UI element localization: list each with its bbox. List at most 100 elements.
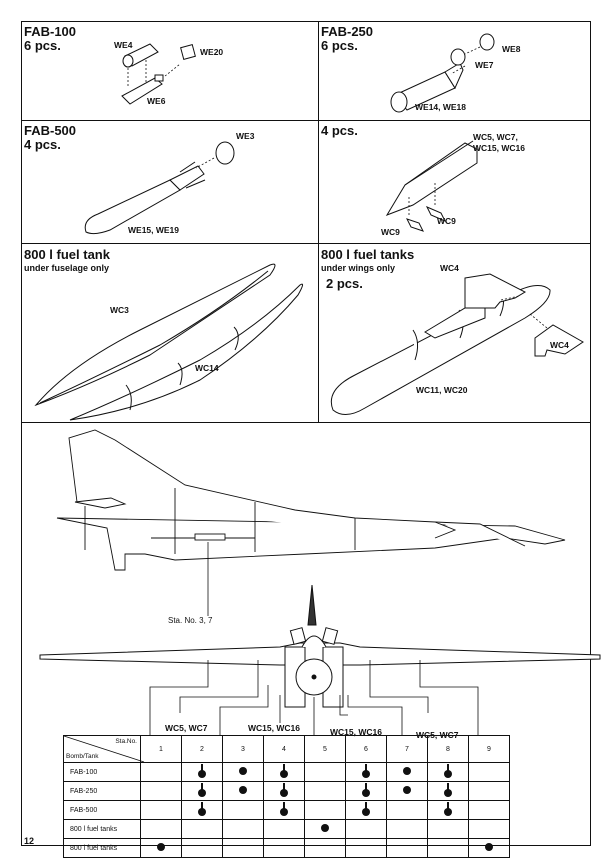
station-cell [386,800,428,820]
pylon-parts-illustration [385,140,478,232]
station-cell [427,838,469,858]
station-cell [304,800,346,820]
station-cell [181,819,223,839]
panel-title: FAB-100 [24,24,77,39]
part-label: WC5, WC7, [473,132,518,142]
station-number: 5 [304,735,346,763]
direct-mount-marker-icon [485,843,493,851]
pylon-mount-marker-icon [280,764,288,778]
station-number: 2 [181,735,223,763]
station-cell [386,781,428,801]
station-cell [263,819,305,839]
aircraft-side-view [56,429,566,616]
panel-divider-row1 [21,120,591,121]
station-cell [222,781,264,801]
station-cell [222,838,264,858]
station-cell [427,781,469,801]
station-number: 6 [345,735,387,763]
page-number: 12 [24,836,35,846]
station-cell [140,800,182,820]
panel-title: FAB-250 [321,24,374,39]
station-cell [345,819,387,839]
pylon-mount-marker-icon [444,764,452,778]
station-cell [468,781,510,801]
station-cell [304,781,346,801]
station-number: 8 [427,735,469,763]
panel-qty: 6 pcs. [24,38,61,53]
station-cell [468,800,510,820]
part-label: WC15, WC16 [473,143,525,153]
station-cell [140,781,182,801]
station-cell [386,838,428,858]
station-number: 1 [140,735,182,763]
panel-title: FAB-500 [24,123,77,138]
part-label: WC9 [381,227,400,237]
station-cell [468,762,510,782]
callout-label: WC5, WC7 [165,723,208,733]
station-cell [304,819,346,839]
wing-tank-illustration [330,273,584,415]
pylon-mount-marker-icon [280,802,288,816]
panel-subtitle: under wings only [321,263,396,273]
fab500-parts-illustration [84,141,235,235]
direct-mount-marker-icon [239,786,247,794]
station-cell [386,762,428,782]
table-row: FAB-250 [63,781,510,801]
table-row: FAB-500 [63,800,510,820]
part-label: WC4 [550,340,569,350]
part-label: WE14, WE18 [415,102,467,112]
table-row: FAB-100 [63,762,510,782]
store-type-label: 800 l fuel tanks [63,838,141,858]
panel-divider-row2 [21,243,591,244]
station-cell [345,800,387,820]
pylon-mount-marker-icon [362,802,370,816]
panel-divider-vertical [318,21,319,422]
station-cell [222,762,264,782]
station-cell [345,838,387,858]
pylon-mount-marker-icon [198,764,206,778]
station-cell [181,800,223,820]
direct-mount-marker-icon [157,843,165,851]
store-type-label: FAB-250 [63,781,141,801]
station-cell [181,781,223,801]
fab250-parts-illustration [390,33,495,113]
pylon-mount-marker-icon [444,802,452,816]
pylon-mount-marker-icon [198,802,206,816]
station-cell [140,838,182,858]
station-number: 4 [263,735,305,763]
station-cell [140,819,182,839]
panel-subtitle: under fuselage only [24,263,110,273]
station-cell [427,800,469,820]
panel-title: 800 l fuel tanks [321,247,415,262]
panel-qty: 6 pcs. [321,38,358,53]
station-cell [468,838,510,858]
part-label: WE4 [114,40,133,50]
part-label: WE6 [147,96,166,106]
station-cell [304,762,346,782]
part-label: WE15, WE19 [128,225,180,235]
table-row: 800 l fuel tanks [63,838,510,858]
part-label: WC14 [195,363,219,373]
callout-label: WC15, WC16 [248,723,300,733]
part-label: WE3 [236,131,255,141]
direct-mount-marker-icon [403,786,411,794]
station-cell [222,819,264,839]
station-cell [181,762,223,782]
table-corner-header: Sta.No.Bomb/Tank [63,735,145,763]
station-cell [345,762,387,782]
part-label: WE7 [475,60,494,70]
table-row: 800 l fuel tanks [63,819,510,839]
pylon-mount-marker-icon [280,783,288,797]
station-number: 9 [468,735,510,763]
store-type-label: FAB-100 [63,762,141,782]
station-cell [304,838,346,858]
part-label: WC9 [437,216,456,226]
panel-qty: 4 pcs. [321,123,358,138]
fab100-parts-illustration [121,43,196,105]
station-cell [263,838,305,858]
part-label: WC11, WC20 [416,385,468,395]
station-number: 7 [386,735,428,763]
station-cell [181,838,223,858]
station-note: Sta. No. 3, 7 [168,616,213,625]
panel-qty: 4 pcs. [24,137,61,152]
